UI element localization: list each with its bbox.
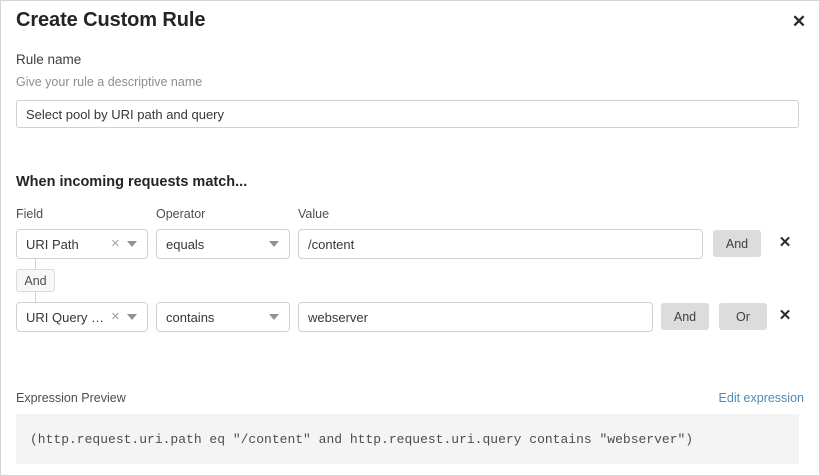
- connector-line-bottom: [35, 292, 36, 302]
- operator-select-1-value: equals: [166, 236, 205, 252]
- field-select-1[interactable]: URI Path ✕: [16, 229, 148, 259]
- match-section-heading: When incoming requests match...: [16, 174, 248, 190]
- operator-select-2[interactable]: contains: [156, 302, 290, 332]
- field-select-2[interactable]: URI Query St... ✕: [16, 302, 148, 332]
- chevron-down-icon: [127, 241, 137, 247]
- connector-and-chip[interactable]: And: [16, 269, 55, 292]
- rule-name-help-text: Give your rule a descriptive name: [16, 75, 203, 89]
- operator-select-2-value: contains: [166, 309, 215, 325]
- operator-select-1[interactable]: equals: [156, 229, 290, 259]
- and-button-1[interactable]: And: [713, 230, 761, 257]
- field-select-1-value: URI Path: [26, 236, 79, 252]
- chevron-down-icon: [269, 241, 279, 247]
- rule-name-input[interactable]: [16, 100, 799, 128]
- column-header-field: Field: [16, 207, 44, 221]
- dialog-title: Create Custom Rule: [16, 9, 206, 31]
- chevron-down-icon: [269, 314, 279, 320]
- edit-expression-link[interactable]: Edit expression: [718, 391, 804, 405]
- column-header-operator: Operator: [156, 207, 206, 221]
- expression-preview-text: (http.request.uri.path eq "/content" and…: [16, 414, 799, 464]
- clear-icon[interactable]: ✕: [110, 310, 120, 323]
- or-button-2[interactable]: Or: [719, 303, 767, 330]
- and-button-2[interactable]: And: [661, 303, 709, 330]
- value-input-2[interactable]: [298, 302, 653, 332]
- chevron-down-icon: [127, 314, 137, 320]
- rule-name-label: Rule name: [16, 52, 82, 67]
- delete-row-icon-1[interactable]: ✕: [778, 233, 792, 251]
- close-icon[interactable]: ✕: [791, 11, 807, 31]
- field-select-2-value: URI Query St...: [26, 309, 109, 325]
- condition-row: URI Path ✕ equals And ✕: [1, 229, 820, 259]
- connector-line-top: [35, 259, 36, 269]
- expression-preview-label: Expression Preview: [16, 391, 126, 405]
- condition-row: URI Query St... ✕ contains And Or ✕: [1, 302, 820, 332]
- column-header-value: Value: [298, 207, 330, 221]
- value-input-1[interactable]: [298, 229, 703, 259]
- clear-icon[interactable]: ✕: [110, 237, 120, 250]
- delete-row-icon-2[interactable]: ✕: [778, 306, 792, 324]
